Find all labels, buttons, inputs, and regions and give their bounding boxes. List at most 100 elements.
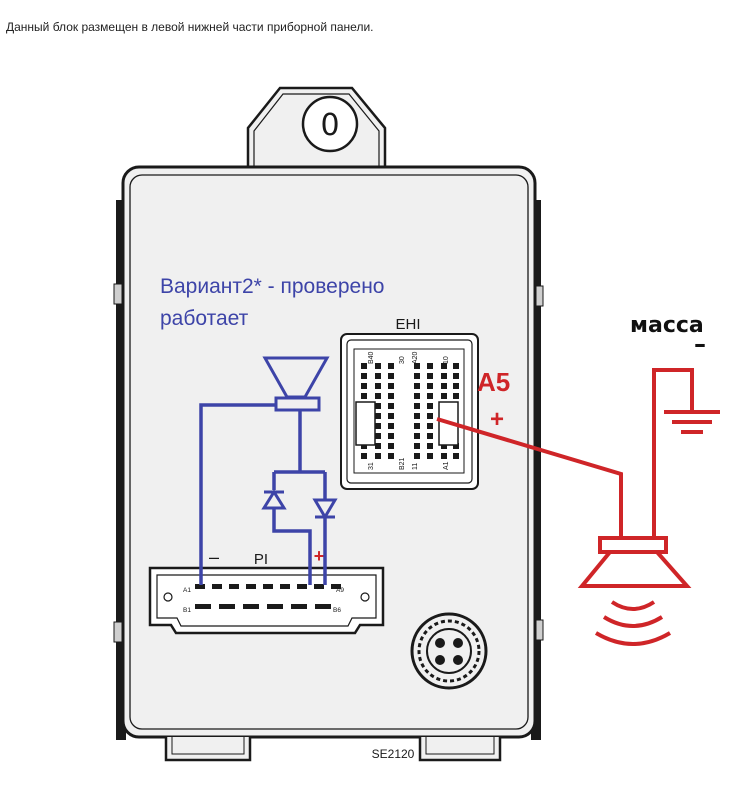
ehi-pin-cavity	[361, 393, 367, 399]
pi-pin-cavity-b	[195, 604, 211, 609]
pi-pin-cavity-b	[267, 604, 283, 609]
a5-label: A5	[477, 367, 510, 397]
ehi-pin-cavity	[361, 363, 367, 369]
ehi-pin-cavity	[361, 443, 367, 449]
sound-wave-1	[610, 600, 656, 611]
ehi-pin-grid	[361, 363, 459, 459]
ehi-pin-cavity	[375, 433, 381, 439]
ehi-pin-cavity	[414, 373, 420, 379]
ehi-pin-cavity	[441, 443, 447, 449]
pi-pin-cavity-a	[263, 584, 273, 589]
ehi-pin-cavity	[441, 453, 447, 459]
caption-text: Данный блок размещен в левой нижней част…	[6, 20, 374, 34]
ehi-pin-cavity	[388, 423, 394, 429]
variant-text-line1: Вариант2* - проверено	[160, 275, 384, 298]
ehi-pin-cavity	[388, 433, 394, 439]
ehi-pin-cavity	[441, 373, 447, 379]
ehi-pin-cavity	[388, 393, 394, 399]
ehi-pin-cavity	[453, 393, 459, 399]
pi-pin-cavity-a	[280, 584, 290, 589]
ehi-pin-cavity	[388, 413, 394, 419]
ehi-pin-cavity	[388, 443, 394, 449]
ehi-pin-cavity	[427, 423, 433, 429]
pi-pin-cavity-a	[229, 584, 239, 589]
ehi-pin-11: 11	[412, 463, 419, 470]
ehi-pin-cavity	[414, 383, 420, 389]
ehi-pin-cavity	[427, 413, 433, 419]
a5-plus-label: +	[490, 406, 504, 433]
ehi-pin-cavity	[453, 453, 459, 459]
ehi-pin-cavity	[453, 363, 459, 369]
pi-label: PI	[254, 551, 268, 568]
ehi-pin-cavity	[453, 443, 459, 449]
round-connector	[410, 612, 488, 690]
pi-pin-cavity-a	[314, 584, 324, 589]
ehi-pin-10: 10	[443, 356, 450, 364]
external-wiring: A5 + масса –	[436, 313, 720, 646]
pi-pin-cavity-a	[297, 584, 307, 589]
ehi-pin-cavity	[427, 443, 433, 449]
ehi-pin-cavity	[375, 383, 381, 389]
ehi-pin-cavity	[375, 363, 381, 369]
ehi-pin-cavity	[441, 393, 447, 399]
ehi-pin-cavity	[441, 383, 447, 389]
ehi-pin-cavity	[375, 453, 381, 459]
tab-label: 0	[320, 108, 339, 143]
ehi-pin-cavity	[441, 363, 447, 369]
ehi-pin-cavity	[361, 453, 367, 459]
ehi-pin-cavity	[388, 373, 394, 379]
ehi-pin-cavity	[414, 363, 420, 369]
variant2-wiring: Вариант2* - проверено работает	[160, 275, 384, 585]
ehi-pin-cavity	[375, 373, 381, 379]
pi-pin-cavity-a	[212, 584, 222, 589]
ehi-pin-cavity	[388, 363, 394, 369]
pi-pin-cavity-a	[246, 584, 256, 589]
ehi-label: EHI	[395, 316, 420, 333]
ehi-pin-cavity	[414, 403, 420, 409]
pi-pin-cavity-b	[291, 604, 307, 609]
ehi-pin-cavity	[453, 373, 459, 379]
pi-pin-b1: B1	[183, 607, 191, 614]
mounting-tab: 0	[246, 86, 387, 168]
ehi-pin-cavity	[427, 363, 433, 369]
blue-wire-left-diode	[272, 508, 312, 585]
model-code: SE2120	[372, 747, 415, 761]
ehi-pin-cavity	[427, 393, 433, 399]
ehi-pin-cavity	[414, 453, 420, 459]
massa-minus-label: –	[694, 330, 706, 358]
ehi-pin-cavity	[388, 453, 394, 459]
ehi-pin-cavity	[453, 383, 459, 389]
pi-pin-cavity-a	[331, 584, 341, 589]
ehi-pin-cavity	[414, 423, 420, 429]
ehi-pin-cavity	[414, 433, 420, 439]
ehi-pin-cavity	[375, 423, 381, 429]
ehi-pin-cavity	[375, 443, 381, 449]
ehi-pin-cavity	[414, 443, 420, 449]
variant-text-line2: работает	[160, 307, 249, 330]
red-speaker-base	[598, 536, 668, 554]
ehi-pin-cavity	[388, 403, 394, 409]
ehi-pin-cavity	[414, 393, 420, 399]
ehi-pin-cavity	[388, 383, 394, 389]
ehi-pin-b40: B40	[368, 351, 375, 364]
ehi-pin-30: 30	[399, 356, 406, 364]
pi-pin-a1: A1	[183, 587, 191, 594]
ehi-pin-cavity	[427, 453, 433, 459]
ehi-connector: EHI B40 30 A20 10 31 B21 11 A1	[340, 316, 479, 490]
ehi-pin-cavity	[375, 393, 381, 399]
ehi-pin-cavity	[375, 413, 381, 419]
sound-wave-2	[602, 615, 664, 628]
pi-plus-label: +	[314, 546, 325, 566]
pi-pin-cavity-b	[219, 604, 235, 609]
pi-pin-cavity-b	[315, 604, 331, 609]
ehi-pin-cavity	[427, 373, 433, 379]
red-wire-ground	[652, 368, 694, 538]
ehi-pin-31: 31	[368, 462, 375, 470]
pi-minus-label: –	[209, 547, 219, 567]
red-speaker-icon	[577, 550, 692, 588]
ehi-pin-a20: A20	[412, 351, 419, 364]
pi-pin-b6: B6	[333, 607, 341, 614]
ehi-pin-cavity	[427, 383, 433, 389]
pi-pin-cavity-b	[243, 604, 259, 609]
